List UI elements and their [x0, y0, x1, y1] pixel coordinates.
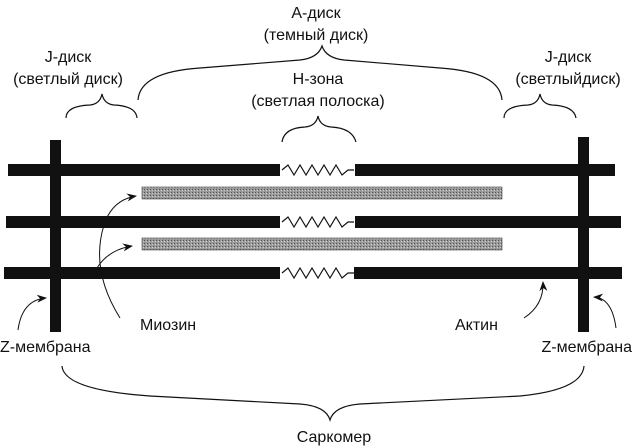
z-right-arrow: [593, 293, 617, 329]
sarcomere-label: Саркомер: [297, 429, 372, 446]
j-disk-left-brace: [65, 93, 138, 119]
j-disk-right-label: J-диск: [545, 49, 593, 66]
h-zone-sublabel: (светлая полоска): [251, 93, 385, 110]
j-disk-left-label: J-диск: [45, 49, 93, 66]
actin-filaments: [4, 164, 622, 279]
myosin-label: Миозин: [140, 317, 196, 334]
myosin-arrow-upper: [99, 193, 137, 319]
z-left-arrow: [17, 294, 47, 331]
z-line-left: [50, 140, 61, 332]
j-disk-right-brace: [503, 93, 577, 119]
z-line-right: [578, 137, 589, 332]
myosin-filament: [141, 237, 503, 251]
myosin-arrow-lower: [96, 243, 133, 269]
h-zone-label: Н-зона: [293, 71, 344, 88]
h-zone-brace: [281, 115, 357, 143]
titin-zigzags: [281, 163, 354, 280]
a-disk-brace: [137, 44, 503, 101]
j-disk-left-sublabel: (светлый диск): [13, 71, 123, 88]
actin-arrow: [523, 281, 548, 319]
a-disk-sublabel: (темный диск): [264, 27, 369, 44]
a-disk-label: А-диск: [291, 5, 341, 22]
j-disk-right-sublabel: (светлыйдиск): [515, 71, 620, 88]
z-membrane-left-label: Z-мембрана: [0, 339, 91, 356]
actin-label: Актин: [455, 317, 498, 334]
z-membrane-right-label: Z-мембрана: [541, 339, 632, 356]
sarcomere-brace: [61, 365, 585, 423]
myosin-filament: [141, 186, 503, 200]
